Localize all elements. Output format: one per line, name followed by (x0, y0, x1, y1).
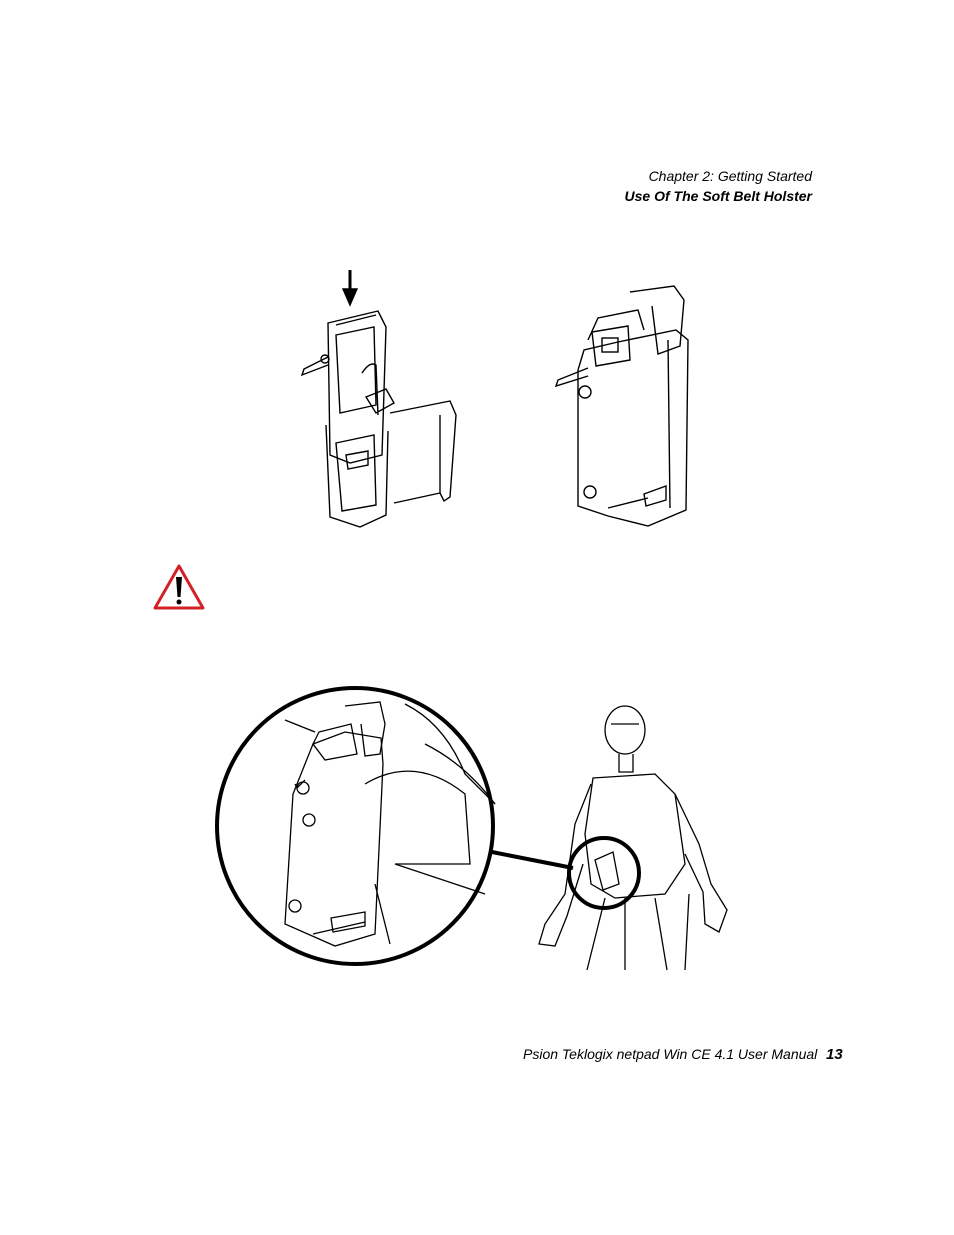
holstered-device-illustration (548, 280, 708, 530)
figure-wearing-holster-illustration (215, 684, 745, 974)
chapter-header: Chapter 2: Getting Started (648, 168, 812, 184)
device-insertion-illustration (290, 265, 480, 540)
section-header: Use Of The Soft Belt Holster (624, 188, 812, 204)
page-number: 13 (826, 1046, 843, 1063)
manual-title: Psion Teklogix netpad Win CE 4.1 User Ma… (523, 1046, 818, 1062)
warning-triangle-icon (152, 563, 206, 611)
